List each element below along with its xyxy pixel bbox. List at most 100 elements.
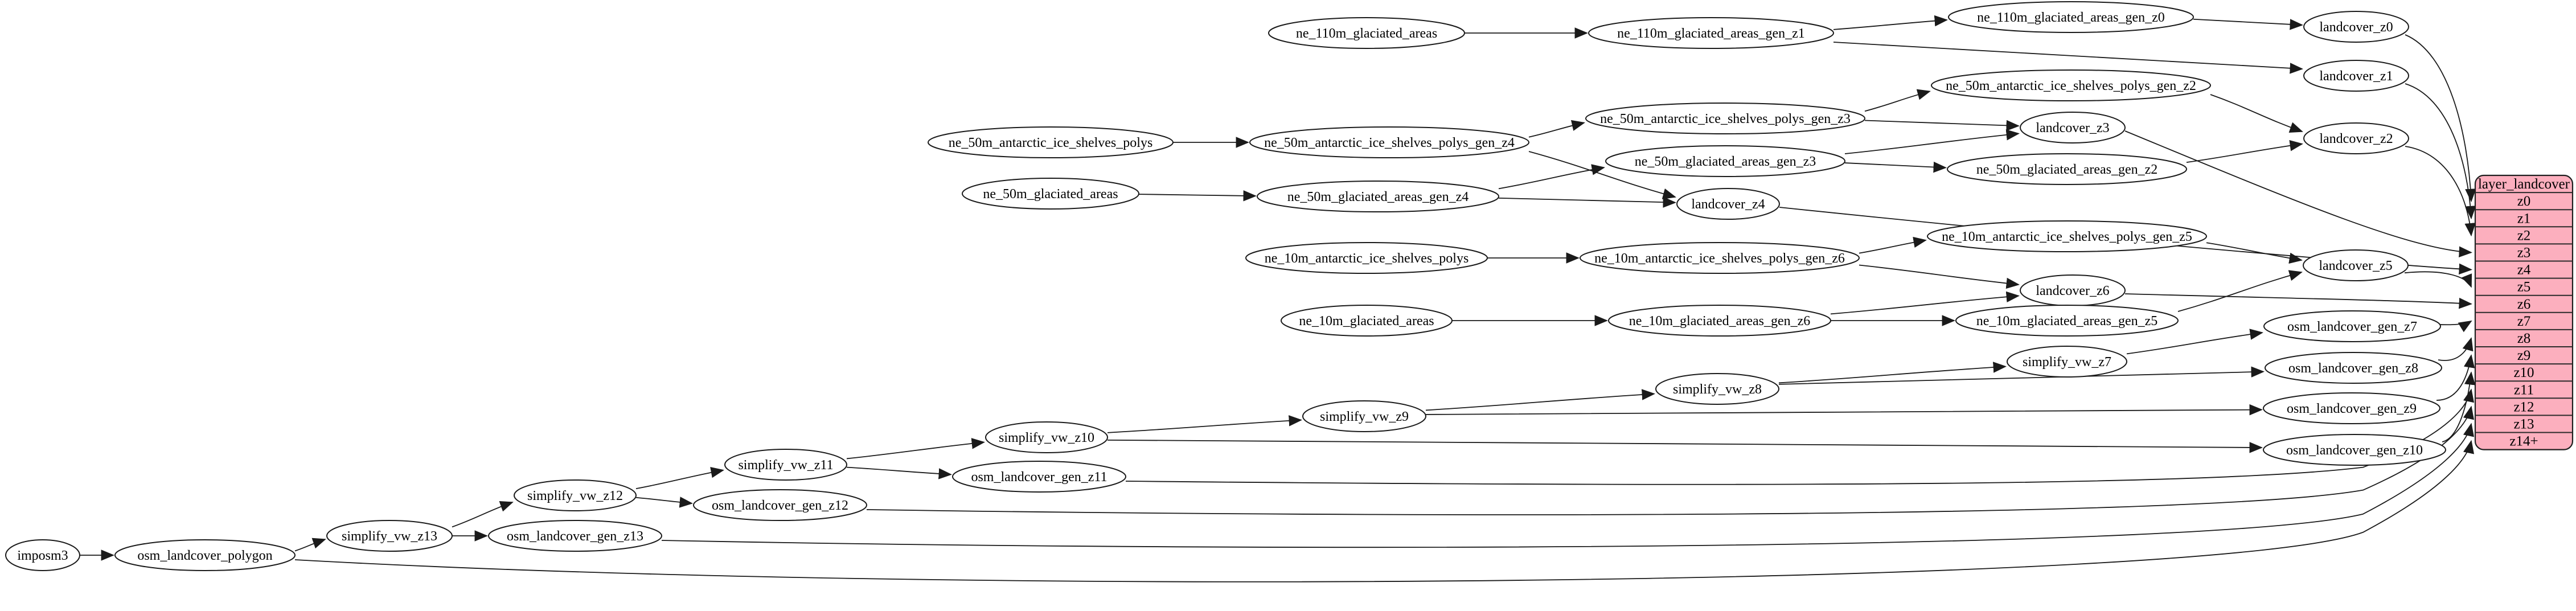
node-label-ne_10m_antarctic_ice_shelves_polys: ne_10m_antarctic_ice_shelves_polys bbox=[1265, 251, 1469, 266]
edge-ne_10m_antarctic_ice_shelves_polys_gen_z6-to-landcover_z6 bbox=[1859, 264, 2020, 289]
edge-osm_landcover_gen_z8-to-layer_landcover-z8 bbox=[2438, 337, 2474, 361]
table-row-z7: z7 bbox=[2517, 314, 2531, 329]
edge-osm_landcover_gen_z7-to-layer_landcover-z7 bbox=[2436, 320, 2472, 333]
node-ellipse-osm_landcover_gen_z8 bbox=[2265, 352, 2442, 384]
node-ne_10m_antarctic_ice_shelves_polys: ne_10m_antarctic_ice_shelves_polys bbox=[1245, 242, 1488, 274]
node-ellipse-osm_landcover_gen_z11 bbox=[952, 461, 1126, 493]
edge-landcover_z5-to-layer_landcover-z5 bbox=[2404, 271, 2472, 288]
node-label-ne_50m_antarctic_ice_shelves_polys_gen_z3: ne_50m_antarctic_ice_shelves_polys_gen_z… bbox=[1600, 112, 1851, 126]
node-label-ne_110m_glaciated_areas_gen_z1: ne_110m_glaciated_areas_gen_z1 bbox=[1617, 26, 1805, 41]
edge-simplify_vw_z9-to-osm_landcover_gen_z9 bbox=[1425, 404, 2263, 416]
node-ne_50m_antarctic_ice_shelves_polys: ne_50m_antarctic_ice_shelves_polys bbox=[928, 126, 1174, 158]
node-osm_landcover_gen_z11: osm_landcover_gen_z11 bbox=[952, 461, 1126, 493]
edge-ne_110m_glaciated_areas_gen_z1-to-ne_110m_glaciated_areas_gen_z0 bbox=[1833, 15, 1948, 30]
node-ellipse-ne_50m_glaciated_areas_gen_z3 bbox=[1605, 145, 1845, 177]
node-landcover_z6: landcover_z6 bbox=[2020, 274, 2126, 306]
table-row-z13: z13 bbox=[2513, 416, 2534, 432]
node-label-simplify_vw_z11: simplify_vw_z11 bbox=[738, 458, 833, 473]
table-row-z3: z3 bbox=[2517, 245, 2531, 260]
node-label-ne_50m_glaciated_areas_gen_z4: ne_50m_glaciated_areas_gen_z4 bbox=[1287, 190, 1469, 204]
edge-ne_50m_antarctic_ice_shelves_polys_gen_z2-to-landcover_z2 bbox=[2210, 94, 2303, 133]
node-label-simplify_vw_z12: simplify_vw_z12 bbox=[527, 489, 623, 503]
node-label-osm_landcover_gen_z10: osm_landcover_gen_z10 bbox=[2286, 443, 2423, 458]
node-ne_50m_antarctic_ice_shelves_polys_gen_z2: ne_50m_antarctic_ice_shelves_polys_gen_z… bbox=[1931, 69, 2211, 101]
node-label-ne_10m_glaciated_areas_gen_z6: ne_10m_glaciated_areas_gen_z6 bbox=[1629, 314, 1811, 329]
node-ellipse-osm_landcover_gen_z10 bbox=[2263, 434, 2446, 466]
node-label-landcover_z6: landcover_z6 bbox=[2036, 284, 2109, 298]
table-row-z11: z11 bbox=[2514, 382, 2534, 397]
table-row-z14+: z14+ bbox=[2509, 434, 2538, 449]
node-ellipse-simplify_vw_z9 bbox=[1302, 400, 1426, 432]
edge-ne_50m_glaciated_areas_gen_z2-to-landcover_z2 bbox=[2186, 140, 2303, 163]
table-row-z0: z0 bbox=[2517, 194, 2531, 209]
edge-ne_110m_glaciated_areas_gen_z0-to-landcover_z0 bbox=[2193, 18, 2303, 30]
edge-ne_50m_antarctic_ice_shelves_polys_gen_z3-to-ne_50m_antarctic_ice_shelves_polys_gen_z2 bbox=[1864, 89, 1931, 112]
edge-ne_50m_glaciated_areas_gen_z4-to-ne_50m_glaciated_areas_gen_z3 bbox=[1498, 164, 1605, 190]
node-ne_50m_glaciated_areas_gen_z3: ne_50m_glaciated_areas_gen_z3 bbox=[1605, 145, 1845, 177]
node-label-landcover_z4: landcover_z4 bbox=[1691, 197, 1765, 212]
node-ellipse-ne_10m_antarctic_ice_shelves_polys_gen_z6 bbox=[1580, 242, 1860, 274]
node-label-simplify_vw_z8: simplify_vw_z8 bbox=[1673, 382, 1762, 397]
edge-ne_50m_glaciated_areas-to-ne_50m_glaciated_areas_gen_z4 bbox=[1138, 190, 1257, 202]
table-row-z1: z1 bbox=[2517, 211, 2531, 226]
table-row-z12: z12 bbox=[2513, 399, 2534, 415]
edge-ne_50m_antarctic_ice_shelves_polys_gen_z4-to-ne_50m_antarctic_ice_shelves_polys_gen_z3 bbox=[1528, 120, 1585, 138]
edge-ne_50m_glaciated_areas_gen_z4-to-landcover_z4 bbox=[1498, 196, 1676, 208]
edge-simplify_vw_z7-to-osm_landcover_gen_z7 bbox=[2126, 329, 2263, 355]
node-simplify_vw_z7: simplify_vw_z7 bbox=[2007, 346, 2127, 378]
node-label-simplify_vw_z13: simplify_vw_z13 bbox=[342, 529, 437, 544]
node-ellipse-osm_landcover_gen_z7 bbox=[2263, 310, 2441, 342]
node-label-osm_landcover_gen_z12: osm_landcover_gen_z12 bbox=[712, 498, 848, 513]
node-label-landcover_z1: landcover_z1 bbox=[2319, 69, 2393, 84]
node-ellipse-simplify_vw_z7 bbox=[2007, 346, 2127, 378]
edge-landcover_z3-to-layer_landcover-z3 bbox=[2124, 130, 2472, 258]
node-label-ne_10m_glaciated_areas: ne_10m_glaciated_areas bbox=[1299, 314, 1434, 329]
layer-landcover-table: layer_landcoverz0z1z2z3z4z5z6z7z8z9z10z1… bbox=[2474, 174, 2574, 450]
node-ellipse-ne_10m_antarctic_ice_shelves_polys_gen_z5 bbox=[1927, 220, 2207, 252]
edge-ne_50m_glaciated_areas_gen_z3-to-landcover_z3 bbox=[1844, 129, 2020, 154]
edge-landcover_z4-to-layer_landcover-z4 bbox=[1779, 207, 2472, 275]
edge-landcover_z6-to-layer_landcover-z6 bbox=[2124, 293, 2472, 309]
node-ellipse-simplify_vw_z12 bbox=[514, 479, 637, 511]
node-label-ne_10m_antarctic_ice_shelves_polys_gen_z5: ne_10m_antarctic_ice_shelves_polys_gen_z… bbox=[1942, 229, 2192, 244]
node-ellipse-osm_landcover_gen_z13 bbox=[488, 520, 662, 552]
table-row-z4: z4 bbox=[2517, 263, 2531, 278]
node-osm_landcover_gen_z10: osm_landcover_gen_z10 bbox=[2263, 434, 2446, 466]
node-ne_50m_glaciated_areas_gen_z4: ne_50m_glaciated_areas_gen_z4 bbox=[1257, 181, 1499, 212]
table-row-z9: z9 bbox=[2517, 348, 2531, 363]
edge-osm_landcover_polygon-to-simplify_vw_z13 bbox=[294, 538, 326, 552]
node-ellipse-ne_10m_glaciated_areas_gen_z6 bbox=[1608, 305, 1831, 337]
edge-simplify_vw_z11-to-osm_landcover_gen_z11 bbox=[846, 466, 952, 479]
node-ellipse-osm_landcover_gen_z9 bbox=[2263, 392, 2440, 424]
node-label-osm_landcover_polygon: osm_landcover_polygon bbox=[137, 548, 272, 563]
node-simplify_vw_z12: simplify_vw_z12 bbox=[514, 479, 637, 511]
edge-osm_landcover_gen_z10-to-layer_landcover-z10 bbox=[2442, 371, 2476, 442]
node-label-landcover_z3: landcover_z3 bbox=[2036, 121, 2109, 136]
node-ne_50m_glaciated_areas_gen_z2: ne_50m_glaciated_areas_gen_z2 bbox=[1947, 153, 2187, 185]
node-landcover_z3: landcover_z3 bbox=[2020, 112, 2126, 143]
node-osm_landcover_gen_z12: osm_landcover_gen_z12 bbox=[693, 489, 867, 521]
node-label-simplify_vw_z9: simplify_vw_z9 bbox=[1320, 409, 1409, 424]
node-simplify_vw_z10: simplify_vw_z10 bbox=[985, 421, 1108, 453]
node-label-imposm3: imposm3 bbox=[17, 548, 68, 563]
edge-simplify_vw_z11-to-simplify_vw_z10 bbox=[846, 438, 985, 460]
node-label-ne_50m_antarctic_ice_shelves_polys_gen_z4: ne_50m_antarctic_ice_shelves_polys_gen_z… bbox=[1264, 136, 1515, 150]
table-row-z6: z6 bbox=[2517, 297, 2531, 312]
node-simplify_vw_z13: simplify_vw_z13 bbox=[326, 520, 453, 552]
node-ne_10m_glaciated_areas: ne_10m_glaciated_areas bbox=[1281, 305, 1453, 337]
node-label-landcover_z0: landcover_z0 bbox=[2319, 20, 2393, 35]
node-osm_landcover_gen_z9: osm_landcover_gen_z9 bbox=[2263, 392, 2440, 424]
node-label-ne_50m_antarctic_ice_shelves_polys: ne_50m_antarctic_ice_shelves_polys bbox=[949, 136, 1153, 150]
edge-osm_landcover_gen_z13-to-layer_landcover-z13 bbox=[661, 423, 2475, 548]
node-simplify_vw_z11: simplify_vw_z11 bbox=[724, 449, 847, 481]
node-imposm3: imposm3 bbox=[5, 539, 80, 571]
table-row-z8: z8 bbox=[2517, 331, 2531, 346]
node-label-ne_110m_glaciated_areas: ne_110m_glaciated_areas bbox=[1296, 26, 1437, 41]
edge-simplify_vw_z10-to-simplify_vw_z9 bbox=[1107, 415, 1302, 433]
edge-osm_landcover_gen_z11-to-layer_landcover-z11 bbox=[1125, 388, 2475, 485]
edge-ne_10m_glaciated_areas_gen_z6-to-landcover_z6 bbox=[1830, 291, 2020, 315]
node-ne_110m_glaciated_areas: ne_110m_glaciated_areas bbox=[1268, 17, 1465, 49]
node-ellipse-ne_10m_glaciated_areas_gen_z5 bbox=[1955, 305, 2179, 337]
